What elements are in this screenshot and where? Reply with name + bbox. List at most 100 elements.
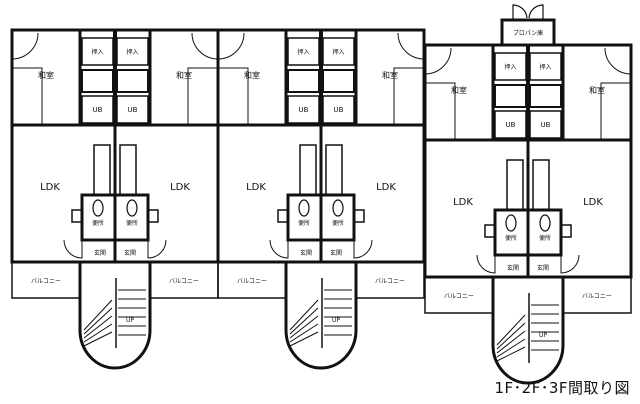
storage [116,69,149,93]
door-swing [63,239,83,259]
ldk-label: LDK [583,197,603,208]
toilet-label: 便所 [505,234,517,242]
oshiire-label: 押入 [539,63,551,71]
kitchen-counter [119,144,137,196]
tatami [393,67,425,126]
washitsu-label: 和室 [38,70,54,80]
door-swing [11,32,39,60]
oshiire-label: 押入 [332,48,344,56]
genkan-label: 玄関 [300,249,312,257]
toilet-label: 便所 [539,234,551,242]
door-swing [191,32,219,60]
unit-bath [322,95,355,124]
tatami [187,67,219,126]
stair-step [289,307,319,335]
storage [494,84,527,108]
ub-label: UB [128,106,138,114]
stair-step [289,331,319,347]
washitsu-label: 和室 [589,85,605,95]
stair-step [496,346,526,362]
toilet-bowl [505,214,517,232]
toilet-bowl [126,199,138,217]
balcony-label: バルコニー [31,278,61,285]
door-swing [217,32,245,60]
genkan-label: 玄関 [94,249,106,257]
unit-bath [529,110,562,139]
plan-caption: 1F･2F･3F間取り図 [494,379,630,397]
oshiire [494,52,527,81]
storage [322,69,355,93]
balcony-label: バルコニー [582,293,612,300]
window [353,209,365,223]
window [560,224,572,238]
genkan-label: 玄関 [537,264,549,272]
tatami [11,67,43,126]
up-label: UP [126,317,134,324]
ldk-label: LDK [376,182,396,193]
kitchen-counter [532,159,550,211]
stair-step [83,299,113,331]
stair-step [496,314,526,346]
ub-label: UB [541,121,551,129]
ub-label: UB [334,106,344,114]
door-swing [269,239,289,259]
stair-step [83,307,113,335]
propane-storage [500,18,556,47]
stair-step [496,330,526,354]
toilet-label: 便所 [92,219,104,227]
ldk-label: LDK [246,182,266,193]
propane-label: プロパン庫 [513,29,543,37]
ub-label: UB [93,106,103,114]
door-swing [147,239,167,259]
stair-step [289,299,319,331]
unit-bath [287,95,320,124]
stair-step [289,323,319,343]
kitchen-counter [93,144,111,196]
door-swing [476,254,496,274]
stair-step [496,322,526,350]
unit-bath [116,95,149,124]
oshiire-label: 押入 [91,48,103,56]
toilet-bowl [92,199,104,217]
door-swing [424,47,452,75]
tatami [600,82,632,141]
tatami [424,82,456,141]
stair-step [83,315,113,339]
oshiire [287,37,320,66]
toilet-bowl [298,199,310,217]
stair-step [289,315,319,339]
balcony-label: バルコニー [444,293,474,300]
genkan-label: 玄関 [507,264,519,272]
oshiire [529,52,562,81]
door-swing [560,254,580,274]
stair-tower [284,262,358,370]
window [71,209,83,223]
toilet-label: 便所 [332,219,344,227]
stair-step [496,338,526,358]
genkan-label: 玄関 [330,249,342,257]
toilet-bowl [332,199,344,217]
storage [529,84,562,108]
door-swing [397,32,425,60]
washitsu-label: 和室 [382,70,398,80]
ub-label: UB [299,106,309,114]
storage [81,69,114,93]
genkan-label: 玄関 [124,249,136,257]
kitchen-counter [325,144,343,196]
oshiire [116,37,149,66]
kitchen-counter [506,159,524,211]
ldk-label: LDK [40,182,60,193]
balcony-label: バルコニー [375,278,405,285]
window [147,209,159,223]
window [277,209,289,223]
kitchen-counter [299,144,317,196]
unit-bath [81,95,114,124]
washitsu-label: 和室 [244,70,260,80]
up-label: UP [332,317,340,324]
toilet-label: 便所 [298,219,310,227]
door-swing [604,47,632,75]
toilet-bowl [539,214,551,232]
